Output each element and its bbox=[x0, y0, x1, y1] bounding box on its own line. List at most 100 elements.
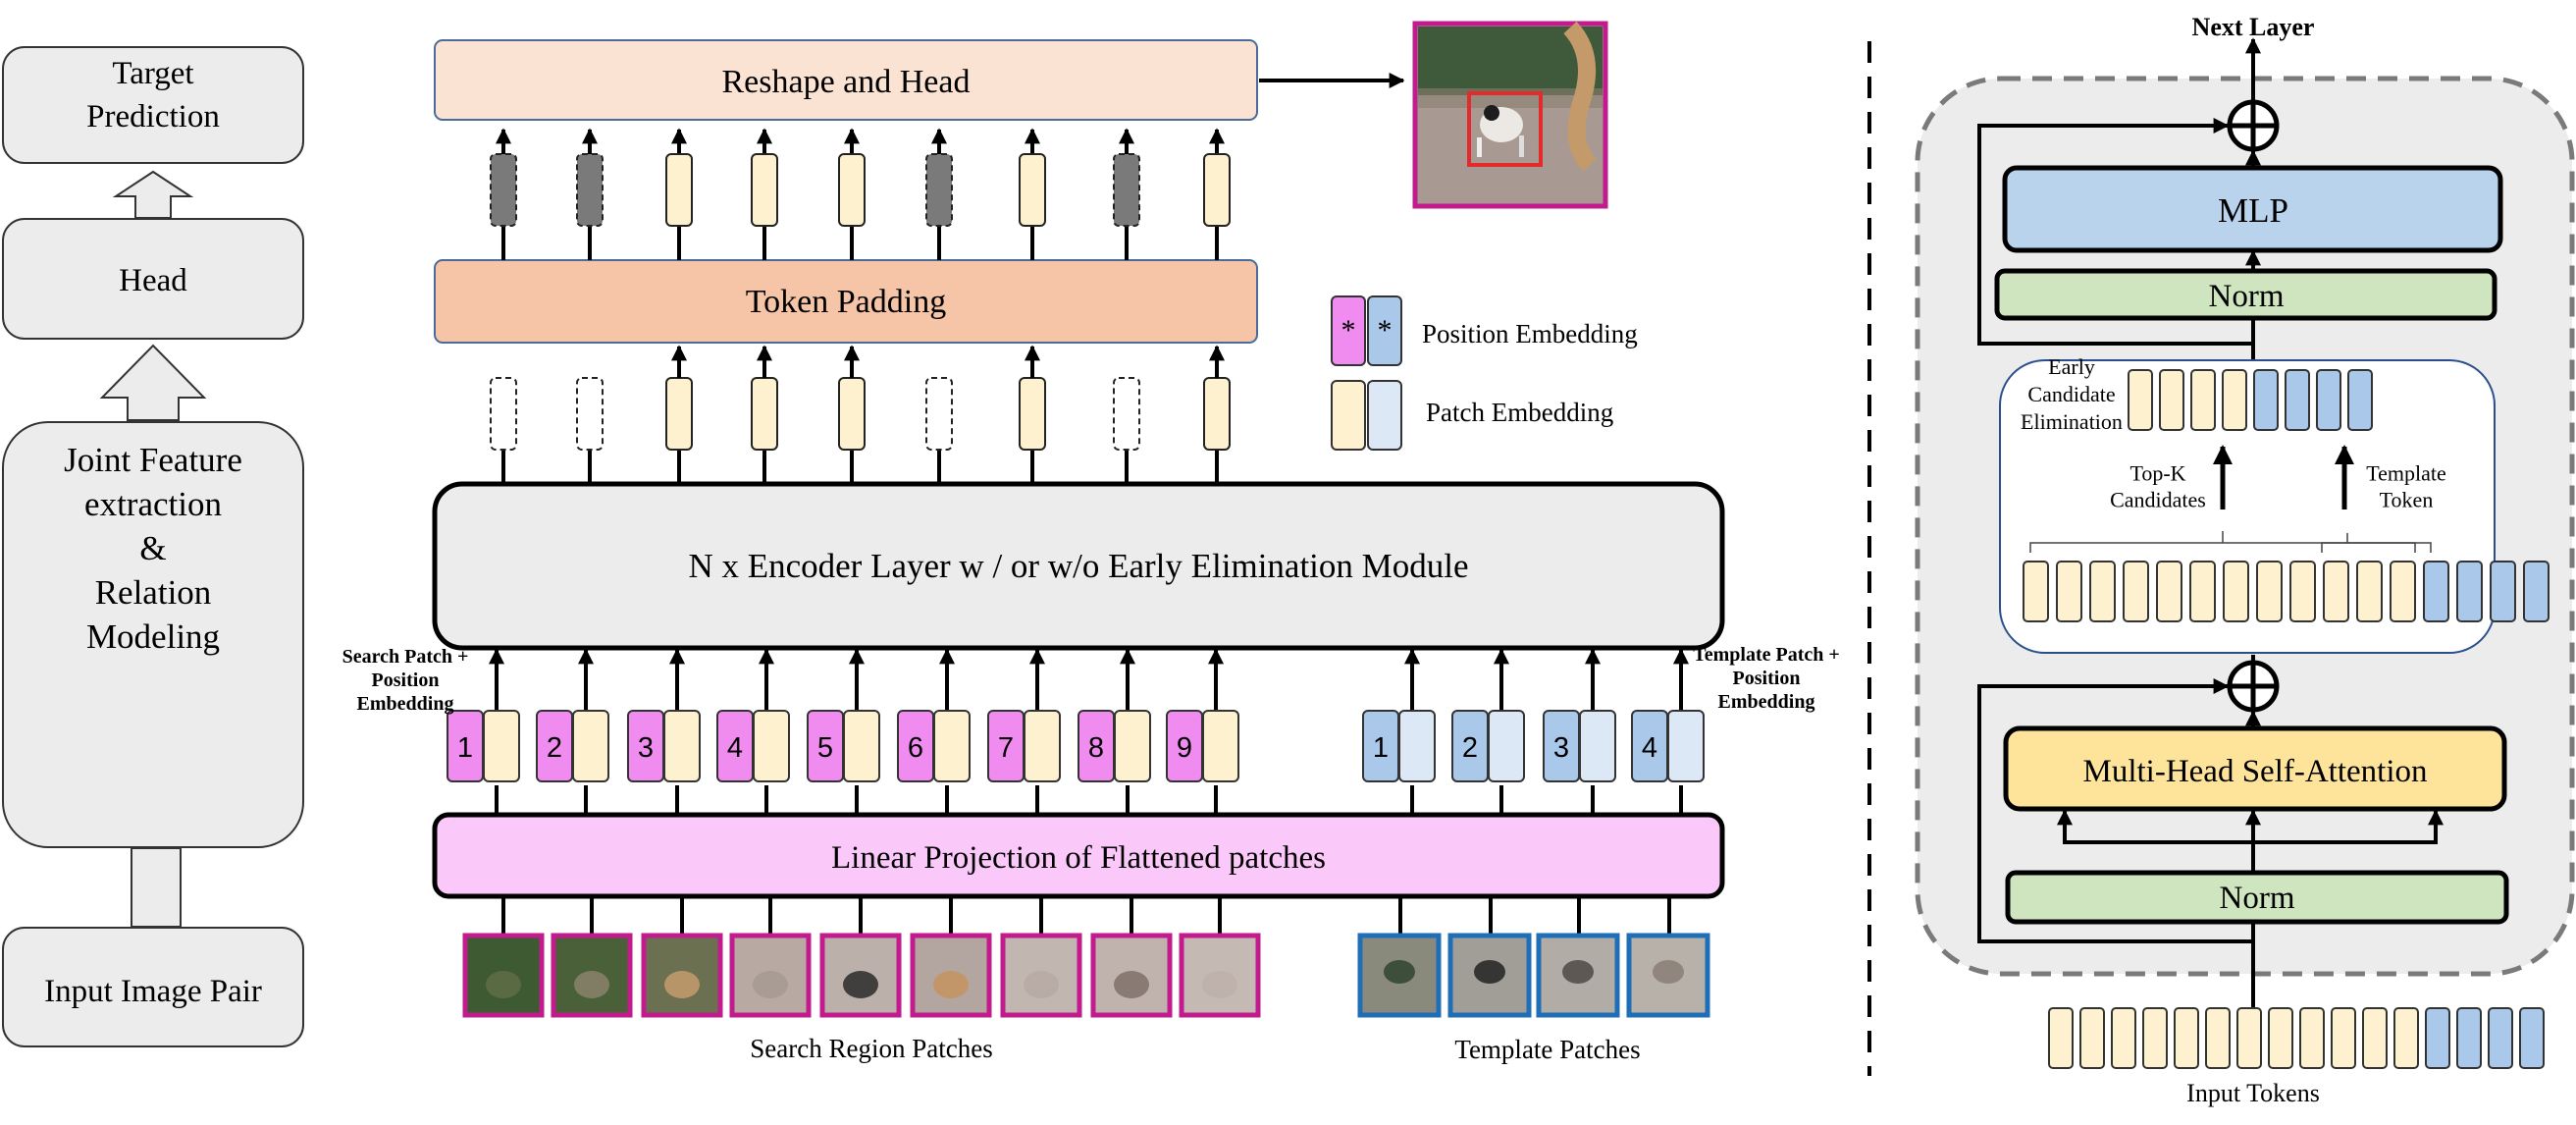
input-token bbox=[2425, 1007, 2450, 1069]
remaining-token bbox=[2128, 369, 2153, 431]
legend-template-position-swatch bbox=[1367, 295, 1402, 366]
eliminated-token bbox=[1113, 377, 1140, 451]
remaining-token bbox=[2253, 369, 2279, 431]
residual-connection-bottom bbox=[1977, 678, 2253, 943]
search-patch-image bbox=[1179, 933, 1261, 1018]
search-patch-detail bbox=[843, 971, 878, 998]
template-token-patch-embedding bbox=[1398, 710, 1436, 782]
all-token bbox=[2289, 561, 2316, 622]
remaining-token bbox=[2222, 369, 2247, 431]
all-token bbox=[2156, 561, 2182, 622]
norm-bottom-box bbox=[2005, 870, 2509, 925]
all-token bbox=[2256, 561, 2283, 622]
kept-token bbox=[1203, 153, 1231, 227]
linear-projection-label: Linear Projection of Flattened patches bbox=[831, 840, 1326, 876]
search-token-number: 1 bbox=[457, 732, 473, 764]
template-token-number: 4 bbox=[1642, 732, 1657, 764]
kept-token bbox=[751, 377, 778, 451]
head-box bbox=[2, 218, 304, 340]
kept-token bbox=[838, 153, 866, 227]
input-token bbox=[2393, 1007, 2419, 1069]
template-patches-label: Template Patches bbox=[1454, 1035, 1640, 1064]
input-token bbox=[2331, 1007, 2356, 1069]
legend-yellow-patch-swatch bbox=[1331, 380, 1366, 451]
kept-token bbox=[838, 377, 866, 451]
template-token-patch-embedding bbox=[1579, 710, 1616, 782]
head-label: Head bbox=[119, 263, 187, 298]
all-token bbox=[2390, 561, 2416, 622]
padded-token bbox=[925, 153, 953, 227]
search-token-number: 2 bbox=[547, 732, 562, 764]
padded-token bbox=[1113, 153, 1140, 227]
middle-pipeline: Reshape and Head Token Padding N x Encod… bbox=[342, 21, 1840, 1064]
search-token-number: 4 bbox=[727, 732, 743, 764]
kept-token bbox=[665, 377, 693, 451]
next-layer-label: Next Layer bbox=[2192, 13, 2315, 41]
kept-token bbox=[1019, 377, 1046, 451]
kept-token bbox=[1203, 377, 1231, 451]
template-token-number: 1 bbox=[1373, 732, 1389, 764]
search-token-number: 5 bbox=[817, 732, 833, 764]
search-token-patch-embedding bbox=[753, 710, 790, 782]
target-prediction-box bbox=[2, 46, 304, 164]
search-token-patch-embedding bbox=[1024, 710, 1061, 782]
norm-bottom-label: Norm bbox=[2220, 881, 2295, 916]
all-token bbox=[2323, 561, 2349, 622]
mhsa-label: Multi-Head Self-Attention bbox=[2082, 754, 2427, 789]
legend-star-1: * bbox=[1341, 314, 1356, 347]
legend-star-2: * bbox=[1378, 314, 1393, 347]
eliminated-token bbox=[490, 377, 517, 451]
all-token bbox=[2189, 561, 2216, 622]
all-token bbox=[2023, 561, 2049, 622]
search-token-patch-embedding bbox=[483, 710, 520, 782]
search-token-number: 3 bbox=[638, 732, 654, 764]
template-token-patch-embedding bbox=[1488, 710, 1525, 782]
reshape-head-label: Reshape and Head bbox=[721, 64, 970, 100]
search-token-patch-embedding bbox=[1114, 710, 1151, 782]
all-token bbox=[2523, 561, 2550, 622]
template-token-number: 3 bbox=[1553, 732, 1569, 764]
all-token bbox=[2423, 561, 2449, 622]
all-token bbox=[2356, 561, 2383, 622]
search-patch-detail bbox=[753, 971, 788, 998]
token-padding-label: Token Padding bbox=[746, 284, 946, 320]
remaining-token bbox=[2347, 369, 2373, 431]
all-token-row bbox=[2023, 561, 2550, 622]
kept-token bbox=[1019, 153, 1046, 227]
all-token bbox=[2089, 561, 2116, 622]
token-padding-box bbox=[434, 259, 1258, 344]
kept-token bbox=[751, 153, 778, 227]
search-token-number: 9 bbox=[1177, 732, 1192, 764]
output-tracking-image bbox=[1412, 21, 1608, 209]
padded-token-row bbox=[490, 128, 1231, 260]
remaining-token bbox=[2285, 369, 2310, 431]
input-token-row bbox=[2048, 1007, 2545, 1069]
search-patch-detail bbox=[1114, 971, 1149, 998]
search-token-patch-embedding bbox=[572, 710, 609, 782]
input-token bbox=[2174, 1007, 2199, 1069]
remaining-token bbox=[2159, 369, 2184, 431]
input-token bbox=[2362, 1007, 2388, 1069]
input-connector bbox=[131, 847, 182, 928]
search-region-patches-label: Search Region Patches bbox=[750, 1034, 992, 1063]
search-patch-detail bbox=[933, 971, 969, 998]
template-patch-detail bbox=[1384, 960, 1415, 984]
legend-search-position-swatch bbox=[1331, 295, 1366, 366]
mlp-label: MLP bbox=[2218, 191, 2288, 230]
encoder-output-token-row bbox=[490, 345, 1231, 484]
template-token-number: 2 bbox=[1462, 732, 1478, 764]
search-token-number: 6 bbox=[908, 732, 923, 764]
all-token bbox=[2223, 561, 2249, 622]
template-patch-detail bbox=[1653, 960, 1684, 984]
input-patch-row bbox=[462, 897, 1710, 1018]
mhsa-box bbox=[2003, 725, 2507, 812]
remaining-token bbox=[2316, 369, 2341, 431]
remaining-token-row bbox=[2128, 369, 2373, 431]
